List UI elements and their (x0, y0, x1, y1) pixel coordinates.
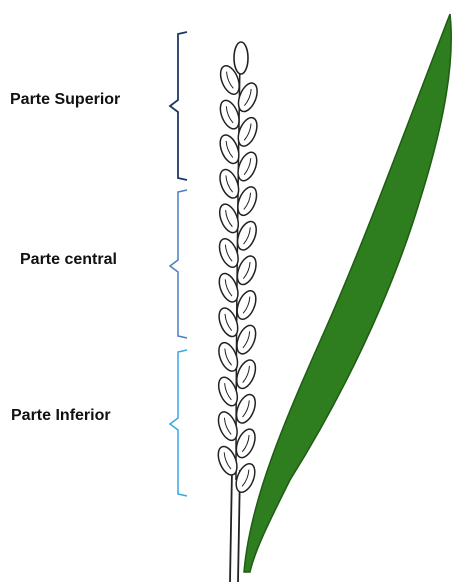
label-parte-central: Parte central (20, 250, 117, 270)
leaf-blade (244, 14, 451, 572)
leaf (244, 14, 451, 572)
label-parte-superior: Parte Superior (10, 90, 120, 110)
label-parte-inferior: Parte Inferior (11, 406, 111, 426)
bracket-lower (170, 350, 187, 496)
brackets (170, 32, 187, 496)
spikelet-tip (234, 42, 248, 74)
bracket-upper (170, 32, 187, 180)
bracket-middle (170, 190, 187, 338)
